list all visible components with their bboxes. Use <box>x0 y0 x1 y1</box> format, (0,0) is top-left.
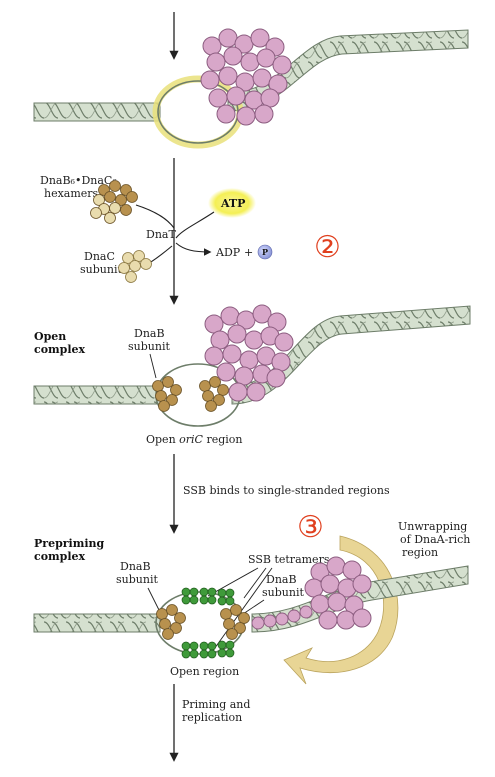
ssb-leader-1 <box>207 567 259 597</box>
step-3-marker: ③ <box>297 510 324 545</box>
dnab-hexamer-right-3 <box>220 604 250 640</box>
panel-ssb-binding: SSB binds to single-stranded regions <box>169 454 390 534</box>
dnab-left-leader <box>147 587 161 613</box>
dnab-dnac-hexamers <box>90 180 138 224</box>
panel-oric-bubble <box>33 12 469 149</box>
plus-sign: + <box>244 246 253 259</box>
dna-helix-left-3 <box>33 613 161 633</box>
unwrapping-arrow <box>283 535 399 685</box>
adp-label: ADP <box>215 246 241 259</box>
adp-curve <box>175 242 212 256</box>
ssb-tetramers-top <box>181 587 235 606</box>
dnaa-complex-middle <box>204 304 294 402</box>
ssb-binds-label: SSB binds to single-stranded regions <box>183 484 390 497</box>
ssb-leader-3 <box>211 567 273 653</box>
dna-helix-left-2 <box>33 385 163 405</box>
dnac-subunits <box>118 250 152 283</box>
unwrapping-label: Unwrapping of DnaA-rich region <box>398 520 474 559</box>
open-region-label: Open region <box>170 665 239 678</box>
dnaa-complex-bottom <box>304 556 372 630</box>
dnab-hexamer-left <box>152 376 182 412</box>
panel-open-complex: Open complex DnaB subunit Open o <box>33 304 471 446</box>
phosphate-label: P <box>262 247 268 257</box>
ssb-leader-2 <box>243 567 267 599</box>
dnab-subunit-label: DnaB subunit <box>128 327 170 353</box>
panel-priming: Priming and replication <box>169 684 254 762</box>
dnab-left-label: DnaB subunit <box>116 560 158 586</box>
atp-label: ATP <box>220 197 245 210</box>
dnac-label: DnaC subunits <box>80 250 128 276</box>
dnab-hexamer-right <box>199 376 229 412</box>
dnat-label: DnaT <box>146 228 176 241</box>
dnaa-complex-top <box>200 28 292 126</box>
ssb-tetramers-label: SSB tetramers <box>248 553 330 566</box>
atp-curve <box>175 211 215 239</box>
ssb-tetramers-bottom <box>181 640 235 659</box>
phosphate-icon <box>257 244 273 260</box>
panel-helicase-loading: DnaB₆•DnaC₆ hexamers ATP DnaT ADP + P Dn… <box>40 158 341 305</box>
panel-prepriming-complex: Prepriming complex ③ Unwrapping of DnaA-… <box>33 510 474 685</box>
atp-glow <box>208 188 256 218</box>
hexamer-to-dnat-curve <box>135 204 175 229</box>
dnab-hexamer-left-3 <box>156 604 186 640</box>
dna-helix-left <box>33 102 161 122</box>
prepriming-title: Prepriming complex <box>34 537 108 563</box>
priming-label: Priming and replication <box>182 698 254 724</box>
open-complex-title: Open complex <box>34 330 86 356</box>
dnab-leader <box>149 353 157 379</box>
released-dnaa-string <box>251 605 313 630</box>
dnab-right-label: DnaB subunit <box>262 573 304 599</box>
open-oric-label: Open oriC region <box>146 433 243 446</box>
hexamer-label: DnaB₆•DnaC₆ hexamers <box>40 174 120 200</box>
step-2-marker: ② <box>314 230 341 265</box>
